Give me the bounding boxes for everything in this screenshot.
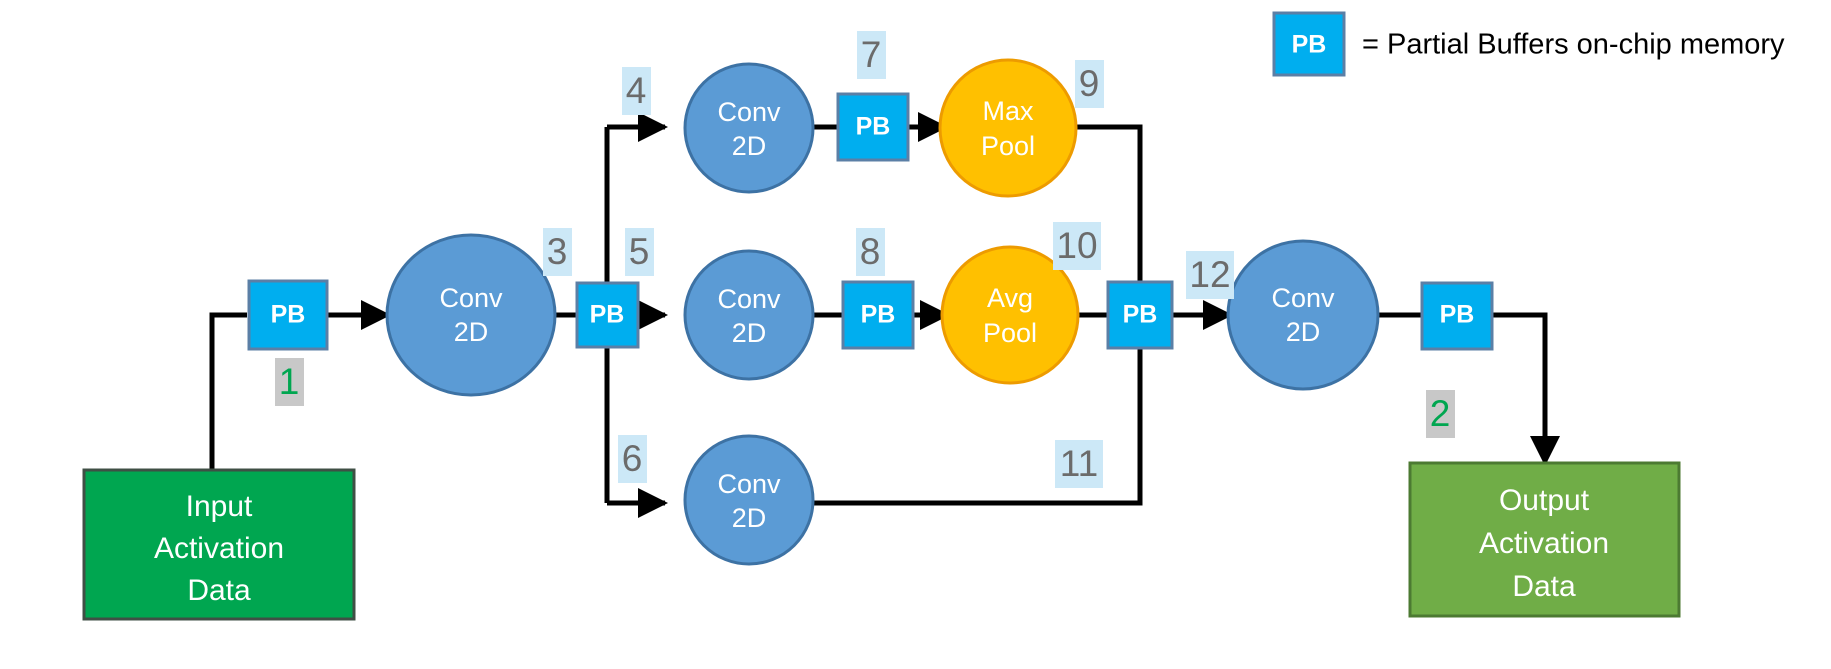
- label-num-2: 2: [1426, 390, 1455, 438]
- conv-bottom-label-line-1: Conv: [717, 469, 781, 499]
- conv-mid-label-line-2: 2D: [732, 318, 767, 348]
- buffer-pb-4[interactable]: PB: [841, 280, 915, 350]
- node-output-activation-data[interactable]: Output Activation Data: [1408, 461, 1681, 618]
- node-avg-pool[interactable]: Avg Pool: [940, 245, 1080, 385]
- label-num-12: 12: [1186, 251, 1234, 299]
- conv-mid-label-line-1: Conv: [717, 284, 781, 314]
- pb-3-label: PB: [856, 113, 891, 141]
- buffer-pb-2[interactable]: PB: [575, 281, 640, 349]
- input-label-line-1: Input: [186, 490, 253, 523]
- num-1-value: 1: [279, 361, 300, 402]
- label-num-3: 3: [543, 228, 572, 276]
- num-5-value: 5: [629, 231, 650, 272]
- pb-1-label: PB: [271, 301, 306, 329]
- label-num-4: 4: [622, 67, 651, 115]
- label-num-1: 1: [275, 358, 304, 406]
- conv-stem-label-line-1: Conv: [439, 283, 503, 313]
- node-conv-bottom[interactable]: Conv 2D: [683, 434, 815, 566]
- max-pool-label-line-2: Pool: [981, 131, 1035, 161]
- label-num-8: 8: [856, 228, 885, 276]
- legend-pb-label: PB: [1292, 31, 1327, 59]
- legend-pb-badge: PB: [1272, 11, 1346, 77]
- avg-pool-label-line-1: Avg: [987, 283, 1033, 313]
- num-11-value: 11: [1060, 443, 1098, 484]
- node-conv-out[interactable]: Conv 2D: [1226, 239, 1380, 391]
- conv-stem-label-line-2: 2D: [454, 317, 489, 347]
- node-conv-mid[interactable]: Conv 2D: [683, 249, 815, 381]
- num-12-value: 12: [1189, 254, 1230, 295]
- pb-6-label: PB: [1440, 301, 1475, 329]
- num-3-value: 3: [547, 231, 568, 272]
- legend-description: = Partial Buffers on-chip memory: [1362, 29, 1785, 61]
- num-9-value: 9: [1079, 63, 1100, 104]
- conv-top-label-line-1: Conv: [717, 97, 781, 127]
- pb-2-label: PB: [590, 301, 625, 329]
- node-max-pool[interactable]: Max Pool: [938, 58, 1078, 198]
- buffer-pb-5[interactable]: PB: [1106, 280, 1174, 350]
- node-input-activation-data[interactable]: Input Activation Data: [82, 468, 356, 621]
- num-2-value: 2: [1430, 393, 1451, 434]
- buffer-pb-6[interactable]: PB: [1420, 281, 1494, 351]
- num-8-value: 8: [860, 231, 881, 272]
- num-7-value: 7: [861, 34, 882, 75]
- conv-out-label-line-1: Conv: [1271, 283, 1335, 313]
- input-label-line-3: Data: [187, 574, 251, 607]
- pb-4-label: PB: [861, 301, 896, 329]
- label-num-5: 5: [625, 228, 654, 276]
- num-6-value: 6: [622, 438, 643, 479]
- conv-out-label-line-2: 2D: [1286, 317, 1321, 347]
- output-label-line-2: Activation: [1479, 527, 1609, 560]
- edge-conv-bottom-to-merge: [813, 348, 1143, 506]
- legend: PB = Partial Buffers on-chip memory: [1272, 11, 1785, 77]
- node-conv-top[interactable]: Conv 2D: [683, 62, 815, 194]
- label-num-10: 10: [1053, 222, 1101, 270]
- conv-top-label-line-2: 2D: [732, 131, 767, 161]
- num-4-value: 4: [626, 70, 647, 111]
- output-label-line-1: Output: [1499, 484, 1590, 517]
- label-num-9: 9: [1075, 60, 1104, 108]
- conv-bottom-label-line-2: 2D: [732, 503, 767, 533]
- output-label-line-3: Data: [1512, 570, 1576, 603]
- avg-pool-label-line-2: Pool: [983, 318, 1037, 348]
- edge-pb6-to-output: [1492, 312, 1560, 466]
- label-num-7: 7: [857, 31, 886, 79]
- edge-input-to-pb1: [209, 312, 247, 470]
- num-10-value: 10: [1056, 225, 1097, 266]
- buffer-pb-3[interactable]: PB: [836, 92, 910, 162]
- buffer-pb-1[interactable]: PB: [247, 279, 329, 351]
- node-conv-stem[interactable]: Conv 2D: [385, 233, 557, 397]
- pb-5-label: PB: [1123, 301, 1158, 329]
- input-label-line-2: Activation: [154, 532, 284, 565]
- max-pool-label-line-1: Max: [982, 96, 1034, 126]
- label-num-11: 11: [1055, 440, 1103, 488]
- label-num-6: 6: [618, 435, 647, 483]
